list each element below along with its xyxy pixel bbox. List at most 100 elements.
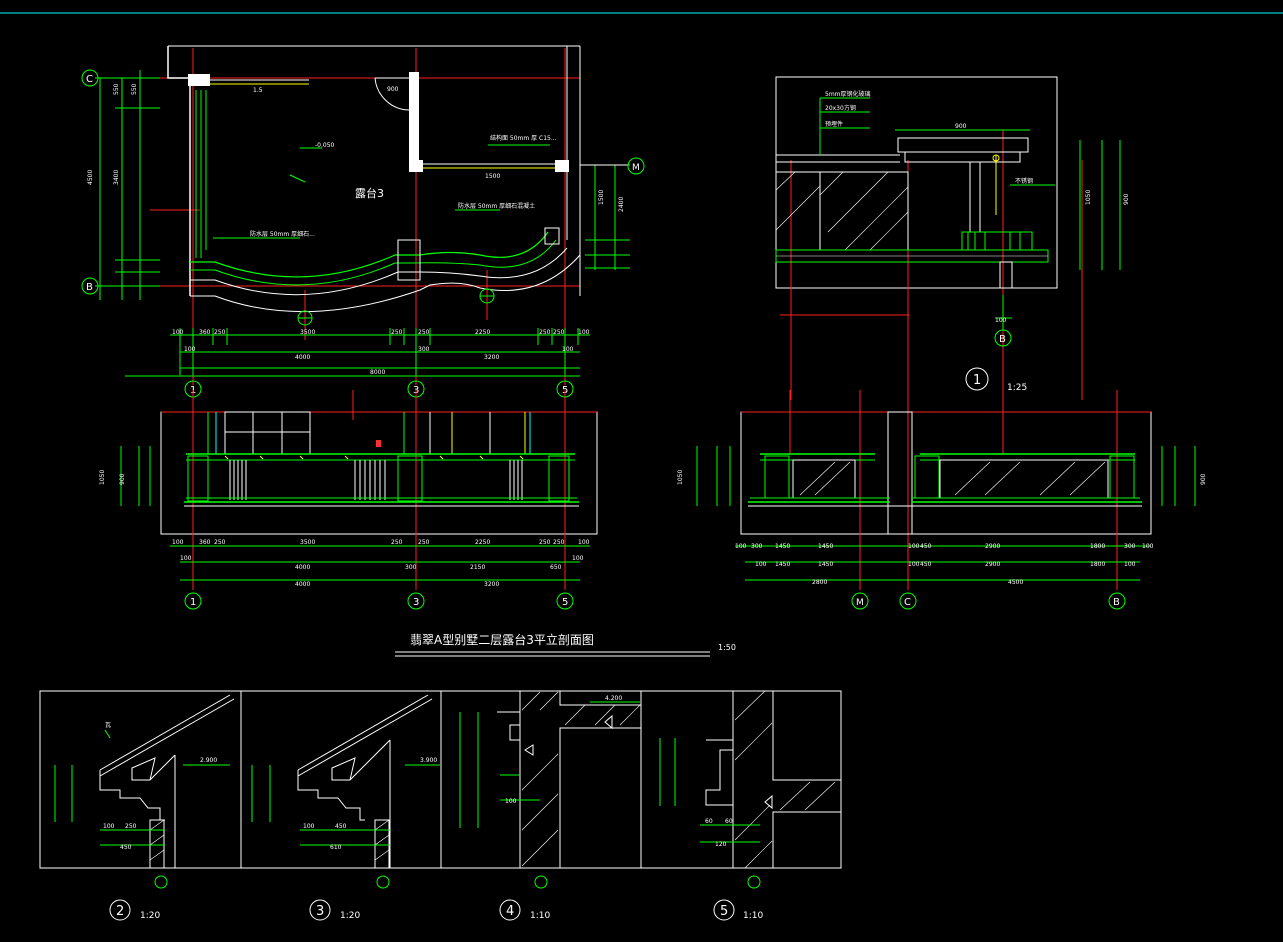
el-r1-2: 250 [214,539,226,546]
er-r3-0: 2800 [812,579,827,586]
section-2-num: 2 [116,904,124,919]
svg-text:550: 550 [131,83,138,95]
elev-left-vert-0: 1050 [99,470,106,485]
plan-dim-r1-5: 250 [418,329,430,336]
el-r1-7: 250 [539,539,551,546]
svg-text:610: 610 [330,844,342,851]
section-3-num: 3 [316,904,324,919]
elev-right-axis-C: C [904,597,911,608]
plan-right-dim-1: 2400 [618,197,625,212]
svg-text:3.900: 3.900 [420,757,437,764]
plan-axis-M: M [632,163,640,173]
svg-text:100: 100 [303,823,315,830]
detail-4: 4.200 100 4 1:10 [459,690,642,921]
plan-axis-C: C [86,74,93,85]
plan-right-dim-0: 1500 [598,190,605,205]
er-r1-8: 300 [1124,543,1136,550]
el-r1-5: 250 [418,539,430,546]
er-r1-5: 450 [920,543,932,550]
elev-right-vert-0: 1050 [677,470,684,485]
room-label: 露台3 [355,186,384,200]
svg-text:100: 100 [103,823,115,830]
plan-axis-bubbles: 1 3 5 C B M [81,69,645,398]
er-r1-3: 1450 [818,543,833,550]
section-1-scale: 1:25 [1007,383,1027,393]
plan-dim-row2: 100 4000 300 3200 100 [184,346,574,361]
plan-left-inner: 3400 [113,170,120,185]
section-3-scale: 1:20 [340,911,360,921]
plan-dim-r2-2: 300 [418,346,430,353]
el-r2-4: 650 [550,564,562,571]
plan-view: 1.5 -0.050 结构面 50mm 厚 C15... 防水层 50mm 厚细… [81,45,645,398]
er-r1-2: 1450 [775,543,790,550]
svg-text:120: 120 [715,841,727,848]
er-r2-2: 1450 [818,561,833,568]
svg-text:防水层 50mm 厚细石...: 防水层 50mm 厚细石... [250,230,315,238]
section-4-scale: 1:10 [530,911,550,921]
svg-text:60: 60 [705,818,713,825]
elev-left-axis-5: 5 [562,597,568,608]
svg-text:预埋件: 预埋件 [825,120,843,128]
plan-dim-r1-0: 100 [172,329,184,336]
plan-dim-r2-0: 100 [184,346,196,353]
el-r2-5: 100 [572,555,584,562]
section-1-detail: 5mm厚钢化玻璃 20x30方钢 预埋件 不锈钢 900 1050 900 10… [775,76,1130,400]
section-2-scale: 1:20 [140,911,160,921]
svg-text:瓦: 瓦 [105,722,111,729]
elevation-left: 1050 900 100 360 250 3500 250 250 2250 2… [99,390,598,610]
plan-dim-r1-6: 2250 [475,329,490,336]
plan-left-outer: 4500 [87,170,94,185]
el-r1-6: 2250 [475,539,490,546]
plan-dim-r1-2: 250 [214,329,226,336]
svg-text:不锈钢: 不锈钢 [1015,177,1033,185]
elevation-right: 1050 900 100 300 1450 1450 100 450 2900 … [677,390,1207,610]
plan-dim-r2-3: 3200 [484,354,499,361]
drawing-title: 翡翠A型别墅二层露台3平立剖面图 [410,632,594,647]
plan-dim-r1-1: 360 [199,329,211,336]
er-r2-1: 1450 [775,561,790,568]
el-r3-0: 4000 [295,581,310,588]
svg-text:550: 550 [113,83,120,95]
svg-text:1050: 1050 [1085,190,1092,205]
detail1-axis-B: B [999,334,1006,345]
elev-right-dim-row2: 100 1450 1450 100 450 2900 1800 100 [755,561,1136,568]
plan-dim-row1: 100 360 250 3500 250 250 2250 250 250 10… [172,329,590,336]
svg-text:4.200: 4.200 [605,695,622,702]
svg-text:防水层 50mm 厚细石混凝土: 防水层 50mm 厚细石混凝土 [458,202,535,210]
svg-text:60: 60 [725,818,733,825]
er-r2-3: 100 [908,561,920,568]
svg-text:900: 900 [1123,193,1130,205]
el-r1-0: 100 [172,539,184,546]
svg-text:1.5: 1.5 [253,87,263,94]
el-r3-1: 3200 [484,581,499,588]
el-r1-1: 360 [199,539,211,546]
el-r1-8: 250 [553,539,565,546]
svg-text:2.900: 2.900 [200,757,217,764]
el-r1-9: 100 [578,539,590,546]
plan-dim-overall: 8000 [370,369,385,376]
plan-dim-r1-7: 250 [539,329,551,336]
svg-text:20x30方钢: 20x30方钢 [825,104,856,112]
el-r1-3: 3500 [300,539,315,546]
svg-text:250: 250 [125,823,137,830]
svg-text:450: 450 [335,823,347,830]
section-5-num: 5 [720,904,728,919]
svg-text:结构面 50mm 厚 C15...: 结构面 50mm 厚 C15... [490,134,557,142]
elev-right-dim-row1: 100 300 1450 1450 100 450 2900 1800 300 … [735,543,1154,550]
svg-text:900: 900 [387,86,399,93]
plan-dim-r1-4: 250 [391,329,403,336]
drawing-title-block: 翡翠A型别墅二层露台3平立剖面图 1:50 [395,632,736,657]
elev-right-vert-1: 900 [1200,473,1207,485]
elev-right-axis-B: B [1113,597,1120,608]
er-r2-5: 2900 [985,561,1000,568]
elev-left-dim-row1: 100 360 250 3500 250 250 2250 250 250 10… [172,539,590,546]
er-r2-4: 450 [920,561,932,568]
el-r2-3: 2150 [470,564,485,571]
el-r2-0: 100 [180,555,192,562]
er-r1-9: 100 [1142,543,1154,550]
plan-dim-r1-9: 100 [578,329,590,336]
